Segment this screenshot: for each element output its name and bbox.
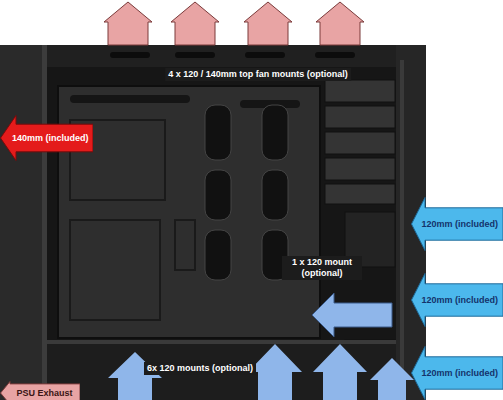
drive-bay xyxy=(325,184,395,204)
front-panel xyxy=(0,45,46,400)
motherboard-tray xyxy=(58,86,320,338)
fan-label: PSU Exhaust xyxy=(16,388,72,399)
case-body xyxy=(0,45,426,400)
mount-label: 4 x 120 / 140mm top fan mounts (optional… xyxy=(165,68,351,81)
fan-arrow: 120mm (included) xyxy=(411,346,503,400)
mount-label: 6x 120 mounts (optional) xyxy=(144,362,256,375)
grommet xyxy=(205,105,231,160)
fan-label: 120mm (included) xyxy=(421,368,498,379)
top-slot xyxy=(110,52,150,58)
rear-edge xyxy=(400,60,404,390)
drive-bay xyxy=(325,132,395,154)
tray-cutout xyxy=(70,220,160,320)
psu-area xyxy=(47,342,396,400)
arrow-outline xyxy=(1,116,94,161)
exhaust-arrow xyxy=(244,2,292,45)
grommet xyxy=(205,170,231,220)
exhaust-arrow xyxy=(104,2,152,45)
fan-arrow: 120mm (included) xyxy=(411,273,503,327)
arrow-outline xyxy=(412,347,503,400)
fan-label: 120mm (included) xyxy=(421,295,498,306)
fan-arrow: 140mm (included) xyxy=(0,115,93,161)
psu-shelf xyxy=(47,340,396,344)
arrow-outline xyxy=(412,274,503,327)
tray-slot xyxy=(70,95,190,103)
intake-arrow xyxy=(312,293,392,337)
grommet xyxy=(205,230,231,280)
intake-arrow xyxy=(248,344,302,400)
drive-bay xyxy=(325,106,395,128)
top-panel xyxy=(47,45,396,67)
drive-bay xyxy=(325,158,395,180)
arrow-outline xyxy=(1,382,81,400)
exhaust-arrow xyxy=(171,2,219,45)
mount-label: 1 x 120 mount (optional) xyxy=(282,256,362,280)
tray-cutout xyxy=(175,220,195,270)
fan-arrow: PSU Exhaust xyxy=(0,381,80,400)
intake-arrow xyxy=(313,344,367,400)
exhaust-arrow xyxy=(316,2,364,45)
grommet xyxy=(262,105,288,160)
fan-label: 140mm (included) xyxy=(12,133,89,144)
grommet xyxy=(262,170,288,220)
top-slot xyxy=(315,52,355,58)
drive-bay xyxy=(325,80,395,102)
arrow-outline xyxy=(412,198,503,251)
fan-arrow: 120mm (included) xyxy=(411,197,503,251)
fan-label: 120mm (included) xyxy=(421,219,498,230)
intake-arrow xyxy=(108,352,162,400)
front-edge xyxy=(42,45,47,400)
top-slot xyxy=(245,52,285,58)
intake-arrow xyxy=(370,358,414,400)
top-slot xyxy=(175,52,215,58)
